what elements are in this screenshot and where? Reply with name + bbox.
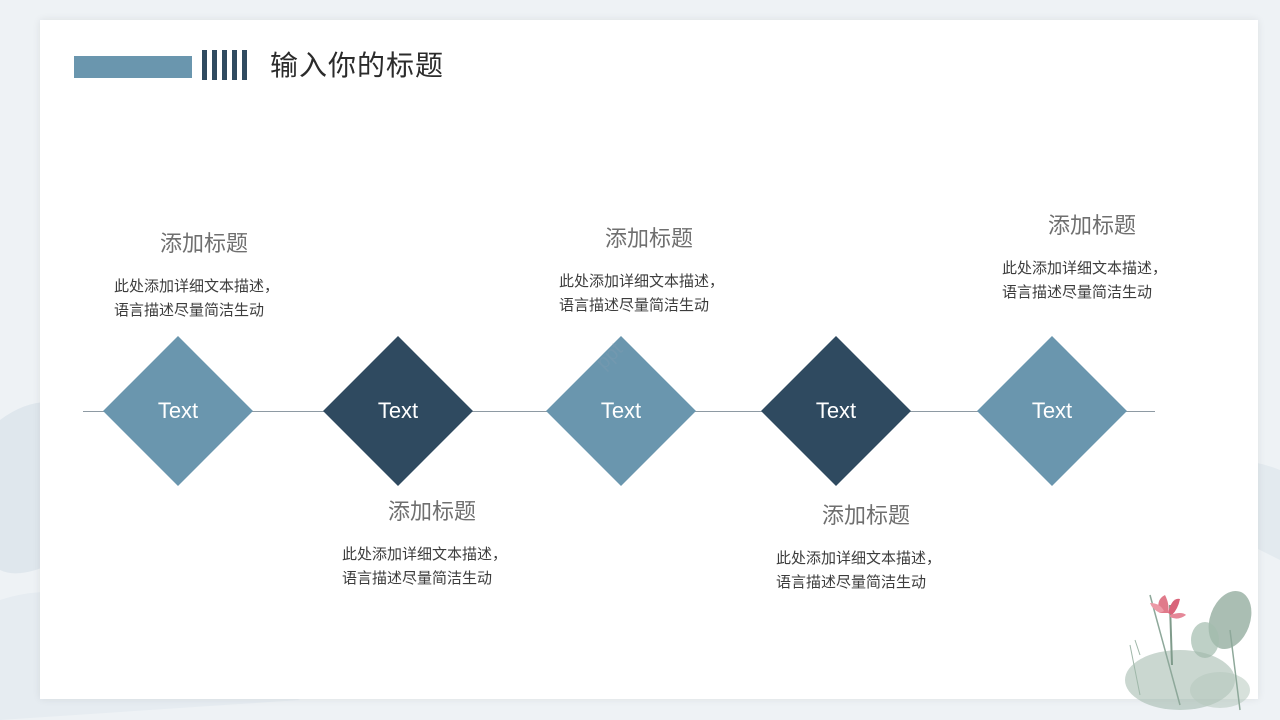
step-3-description: 此处添加详细文本描述， 语言描述尽量简洁生动	[559, 269, 799, 317]
lotus-ink-painting-icon	[1125, 590, 1252, 711]
step-5-description: 此处添加详细文本描述， 语言描述尽量简洁生动	[1002, 256, 1242, 304]
step-4-label: Text	[815, 398, 857, 423]
title-stripes	[202, 50, 247, 80]
step-1-description: 此处添加详细文本描述， 语言描述尽量简洁生动	[114, 274, 354, 322]
step-4-desc-line-2: 语言描述尽量简洁生动	[776, 573, 927, 591]
title-accent-bar	[74, 56, 192, 78]
step-2-desc-line-2: 语言描述尽量简洁生动	[342, 569, 493, 587]
step-1-label: Text	[157, 398, 199, 423]
step-3-desc-line-2: 语言描述尽量简洁生动	[559, 296, 710, 314]
step-5-label: Text	[1031, 398, 1073, 423]
step-1-desc-line-2: 语言描述尽量简洁生动	[114, 301, 265, 319]
step-5-desc-line-1: 此处添加详细文本描述，	[1002, 259, 1168, 277]
step-2-desc-line-1: 此处添加详细文本描述，	[342, 545, 508, 563]
step-2-label: Text	[377, 398, 419, 423]
step-2-heading: 添加标题	[387, 500, 476, 525]
step-4-heading: 添加标题	[821, 504, 910, 529]
step-4-description: 此处添加详细文本描述， 语言描述尽量简洁生动	[776, 546, 1016, 594]
step-2-description: 此处添加详细文本描述， 语言描述尽量简洁生动	[342, 542, 582, 590]
step-3-label: Text	[600, 398, 642, 423]
step-3-heading: 添加标题	[604, 227, 693, 252]
step-5-desc-line-2: 语言描述尽量简洁生动	[1002, 283, 1153, 301]
step-4-desc-line-1: 此处添加详细文本描述，	[776, 549, 942, 567]
step-1-heading: 添加标题	[159, 232, 248, 257]
page-title: 输入你的标题	[270, 49, 445, 82]
step-5-heading: 添加标题	[1047, 214, 1136, 239]
step-1-desc-line-1: 此处添加详细文本描述，	[114, 277, 280, 295]
step-3-desc-line-1: 此处添加详细文本描述，	[559, 272, 725, 290]
